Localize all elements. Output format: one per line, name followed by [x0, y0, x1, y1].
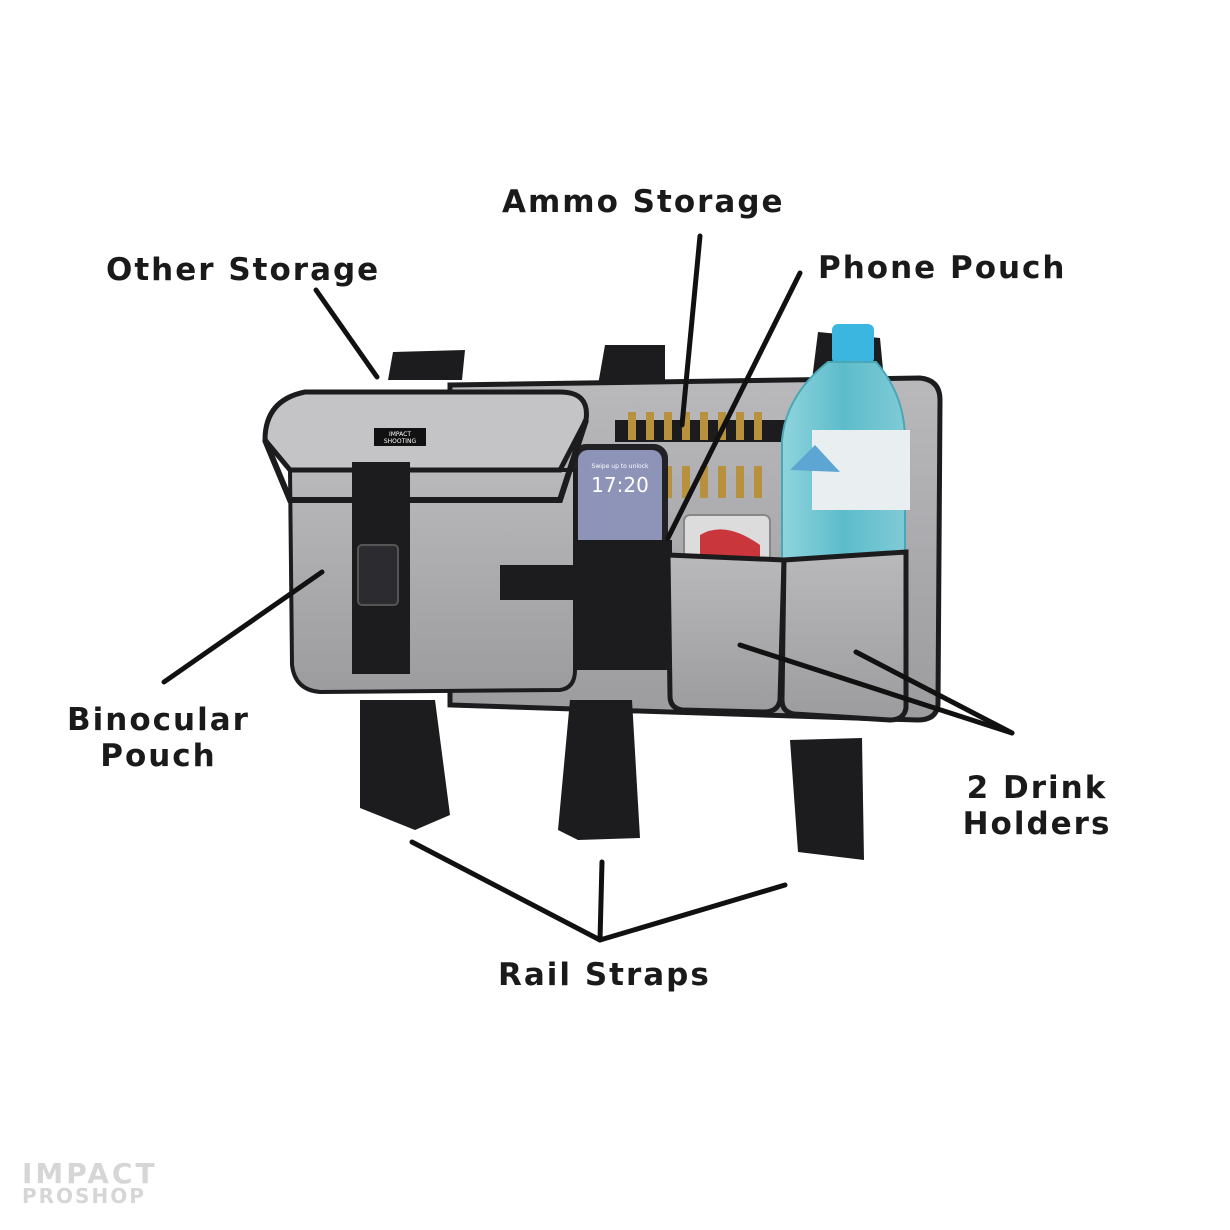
ammo-round: [754, 466, 762, 498]
ammo-round: [682, 466, 690, 498]
label-ammo-storage: Ammo Storage: [502, 184, 785, 220]
callout-lines: [161, 233, 1015, 943]
brand-patch-line2: SHOOTING: [384, 438, 417, 445]
label-other-storage: Other Storage: [106, 252, 381, 288]
ammo-round: [700, 466, 708, 498]
rail-straps: [360, 700, 864, 860]
phone-lock-time: 17:20: [591, 473, 649, 497]
ammo-round: [682, 412, 690, 440]
label-phone-pouch: Phone Pouch: [818, 250, 1067, 286]
label-drink-line2: Holders: [962, 806, 1112, 842]
brand-patch: IMPACT SHOOTING: [374, 428, 426, 446]
ammo-round: [700, 412, 708, 440]
water-bottle: [781, 324, 910, 561]
phone-pouch: Swipe up to unlock 17:20: [562, 444, 672, 670]
binocular-pouch: [262, 389, 589, 695]
label-rail-straps: Rail Straps: [498, 957, 711, 993]
ammo-round: [664, 412, 672, 440]
label-binocular-line2: Pouch: [100, 738, 217, 774]
drink-holders: [665, 549, 909, 723]
label-drink-line1: 2 Drink: [966, 770, 1108, 806]
label-binocular-pouch: Binocular Pouch: [56, 702, 261, 774]
label-drink-holders: 2 Drink Holders: [952, 770, 1122, 842]
ammo-round: [628, 412, 636, 440]
watermark-logo: IMPACT PROSHOP: [22, 1157, 158, 1208]
top-loop-straps: [388, 332, 884, 385]
watermark-line2: PROSHOP: [22, 1184, 146, 1208]
ammo-round: [736, 412, 744, 440]
ammo-round: [718, 466, 726, 498]
ammo-round: [646, 412, 654, 440]
phone-lock-hint: Swipe up to unlock: [592, 463, 649, 470]
ammo-round: [736, 466, 744, 498]
label-binocular-line1: Binocular: [67, 702, 250, 738]
ammo-round: [754, 412, 762, 440]
brand-patch-line1: IMPACT: [389, 431, 411, 438]
watermark-line1: IMPACT: [22, 1157, 158, 1190]
